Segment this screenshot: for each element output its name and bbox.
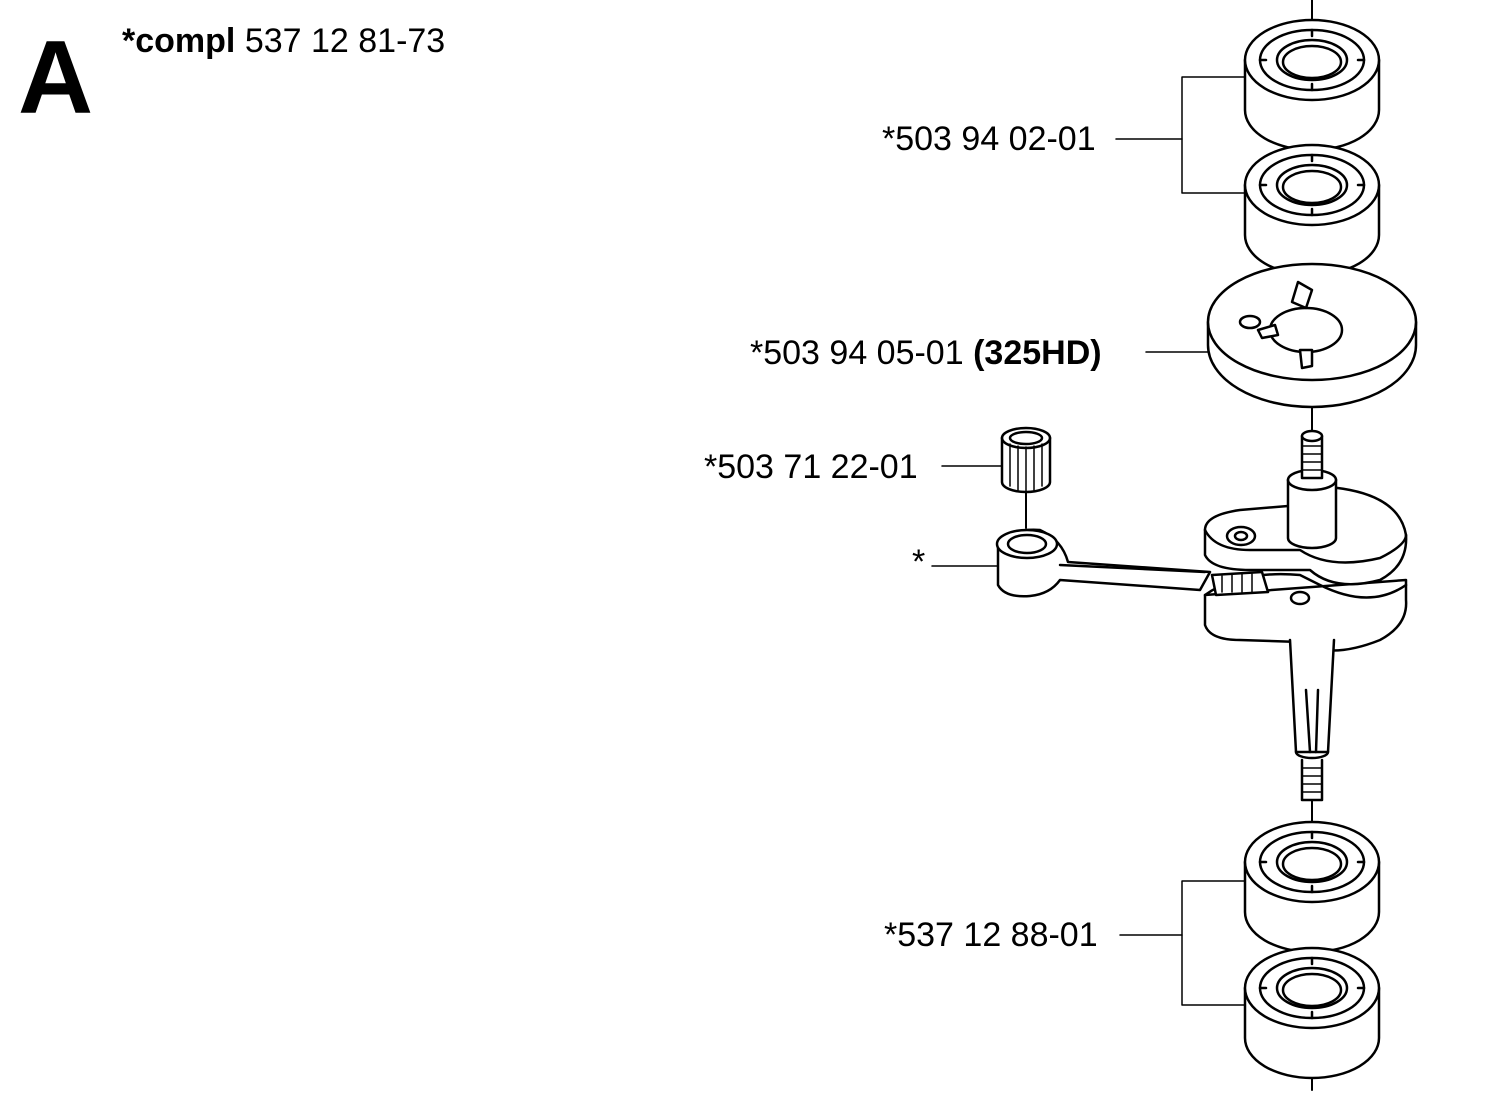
label-bottom-bearing: *537 12 88-01	[884, 916, 1098, 954]
assembly-title-prefix: *compl	[122, 22, 236, 60]
leader-lines	[931, 76, 1245, 1006]
bottom-bearing-lower	[1243, 946, 1381, 1080]
connecting-rod	[995, 528, 1212, 598]
flywheel-disc	[1206, 262, 1418, 409]
assembly-title: *compl 537 12 81-73	[122, 24, 445, 58]
section-letter: A	[18, 20, 94, 136]
label-top-bearing: *503 94 02-01	[882, 120, 1096, 158]
label-flywheel: *503 94 05-01 (325HD)	[750, 336, 1102, 370]
bottom-bearing-upper	[1243, 820, 1381, 954]
label-connecting-rod: *	[912, 543, 926, 581]
assembly-part-number: 537 12 81-73	[244, 22, 446, 60]
top-bearing-upper	[1243, 18, 1381, 152]
top-bearing-lower	[1243, 143, 1381, 277]
crankshaft	[1203, 429, 1408, 802]
label-flywheel-model: (325HD)	[973, 334, 1102, 372]
label-needle-bearing: *503 71 22-01	[704, 448, 918, 486]
needle-bearing	[1000, 426, 1052, 494]
label-flywheel-part: *503 94 05-01	[750, 334, 964, 372]
